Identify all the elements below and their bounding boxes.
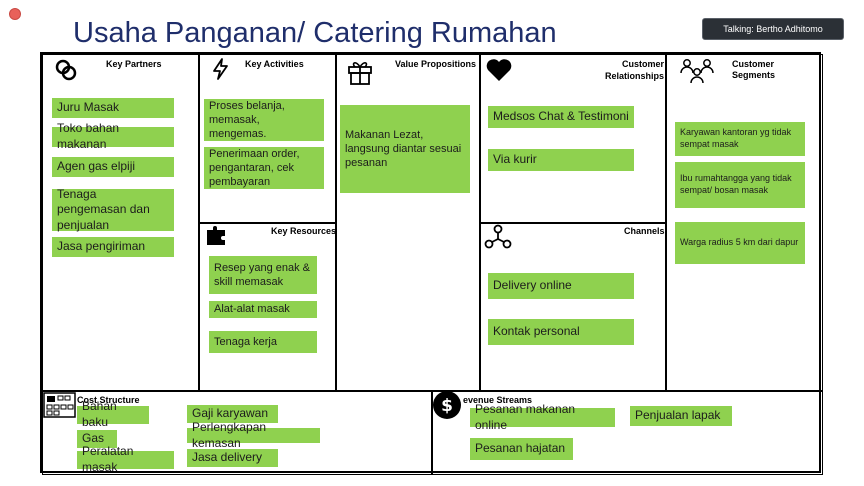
calculator-icon [43,392,76,418]
people-icon [680,59,714,84]
note-key-resource[interactable]: Resep yang enak & skill memasak [209,256,317,294]
note-customer-relationship[interactable]: Via kurir [488,149,634,171]
key-activities-section [199,54,336,223]
note-cost[interactable]: Gaji karyawan [187,405,278,423]
note-customer-segment[interactable]: Karyawan kantoran yg tidak sempat masak [675,122,805,156]
customer-relationships-heading-line2: Relationships [605,71,665,81]
talking-indicator: Talking: Bertho Adhitomo [702,18,844,40]
key-partners-section [42,54,199,391]
heart-icon [486,59,512,81]
key-resources-section [199,223,336,391]
channels-heading: Channels [624,226,665,236]
note-key-activity[interactable]: Penerimaan order, pengantaran, cek pemba… [204,147,324,189]
recording-indicator-icon [9,8,21,20]
note-cost[interactable]: Bahan baku [77,399,149,429]
key-partners-heading: Key Partners [106,59,162,69]
cost-structure-heading: Cost Structure [77,395,140,405]
slide-title: Usaha Panganan/ Catering Rumahan [73,17,557,49]
note-channel[interactable]: Delivery online [488,273,634,299]
value-propositions-section [336,54,480,391]
note-value-proposition[interactable]: Makanan Lezat, langsung diantar sesuai p… [340,105,470,193]
revenue-streams-section [432,391,823,475]
note-key-partner[interactable]: Toko bahan makanan [52,121,174,151]
customer-segments-heading: Customer Segments [732,59,776,80]
network-icon [484,224,512,249]
rings-icon [55,59,77,81]
key-activities-heading: Key Activities [245,59,304,69]
gift-icon [348,62,372,85]
note-cost[interactable]: Gas [77,430,117,448]
talking-label: Talking: Bertho Adhitomo [723,24,823,34]
note-revenue[interactable]: Pesanan hajatan [470,438,573,460]
customer-relationships-heading-line1: Customer [622,59,665,69]
puzzle-icon [207,226,225,245]
cost-structure-section [42,391,432,475]
note-revenue[interactable]: Penjualan lapak [630,406,732,426]
note-key-partner[interactable]: Juru Masak [52,98,174,118]
note-customer-segment[interactable]: Warga radius 5 km dari dapur [675,222,805,264]
note-customer-relationship[interactable]: Medsos Chat & Testimoni [488,106,634,128]
customer-relationships-section [480,54,666,223]
business-model-canvas: Key Partners Juru Masak Toko bahan makan… [40,52,823,475]
lightning-icon [213,58,228,80]
key-resources-heading: Key Resources [271,226,337,236]
note-cost[interactable]: Perlengkapan kemasan [187,420,320,450]
note-key-partner[interactable]: Jasa pengiriman [52,237,174,257]
revenue-streams-heading: evenue Streams [463,395,533,405]
channels-section [480,223,666,391]
value-propositions-heading: Value Propositions [395,59,477,69]
customer-segments-section [666,54,823,391]
note-cost[interactable]: Jasa delivery [187,449,278,467]
note-revenue[interactable]: Pesanan makanan online [470,402,615,432]
svg-text:$: $ [441,396,453,416]
note-customer-segment[interactable]: Ibu rumahtangga yang tidak sempat/ bosan… [675,162,805,208]
dollar-icon: $ [433,391,461,419]
note-key-partner[interactable]: Tenaga pengemasan dan penjualan [52,187,174,232]
note-key-partner[interactable]: Agen gas elpiji [52,157,174,177]
note-key-resource[interactable]: Alat-alat masak [209,301,317,318]
note-key-activity[interactable]: Proses belanja, memasak, mengemas. [204,99,324,141]
note-channel[interactable]: Kontak personal [488,319,634,345]
note-key-resource[interactable]: Tenaga kerja [209,331,317,353]
note-cost[interactable]: Peralatan masak [77,444,174,474]
